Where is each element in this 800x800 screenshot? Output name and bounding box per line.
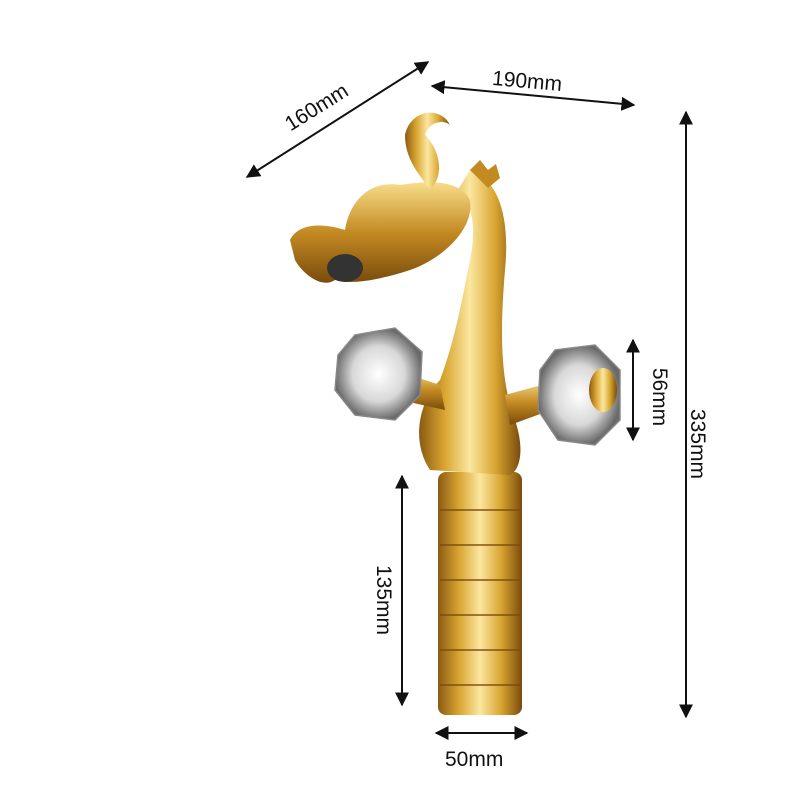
reach-arrow xyxy=(430,80,636,111)
right-crystal-handle xyxy=(537,344,621,446)
base-height-label: 135mm xyxy=(372,564,396,636)
total-height-label: 335mm xyxy=(686,408,710,480)
dragon-head-spout xyxy=(290,112,500,283)
left-crystal-handle xyxy=(334,327,423,421)
dragon-horn xyxy=(405,112,450,190)
aerator xyxy=(327,254,363,282)
depth-arrow xyxy=(245,61,430,178)
handle-height-label: 56mm xyxy=(648,367,672,427)
faucet-base xyxy=(438,472,522,715)
base-diameter-label: 50mm xyxy=(445,748,504,771)
dragon-crest xyxy=(470,160,500,188)
